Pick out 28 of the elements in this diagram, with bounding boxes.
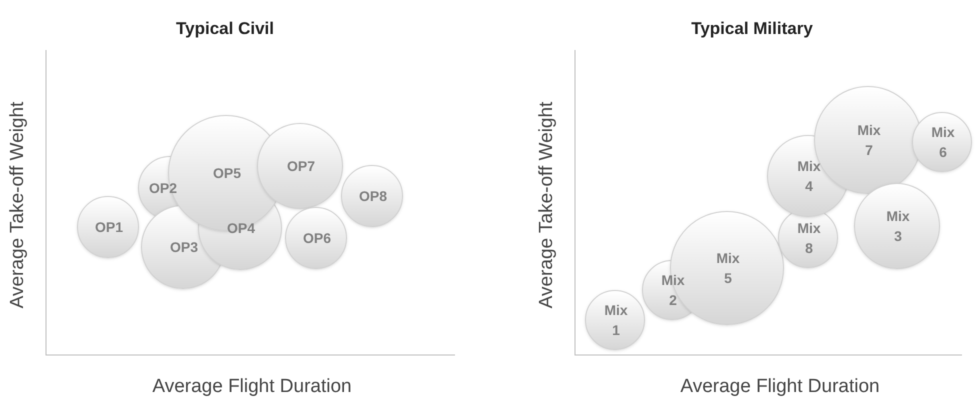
bubble-label: OP2	[148, 179, 178, 198]
bubble-label: Mix 3	[885, 207, 911, 246]
bubble	[912, 112, 972, 172]
axis-title: Average Flight Duration	[680, 375, 880, 399]
bubble-label: Mix 5	[715, 249, 741, 288]
bubble-label: OP6	[302, 229, 332, 248]
bubble	[585, 290, 645, 350]
bubble-label: OP1	[94, 218, 124, 237]
bubble-label: OP4	[226, 219, 256, 238]
bubble-label: Mix 8	[796, 219, 822, 258]
bubble-label: OP8	[358, 187, 388, 206]
axis-title: Average Take-off Weight	[534, 102, 558, 308]
bubble-label: OP5	[212, 164, 242, 183]
bubble	[285, 207, 347, 269]
axis-title: Average Flight Duration	[152, 375, 352, 399]
bubble-label: Mix 6	[930, 123, 956, 162]
bubble-label: Mix 1	[603, 301, 629, 340]
bubble-label: OP7	[286, 157, 316, 176]
chart-title: Typical Civil	[176, 18, 274, 40]
bubble	[341, 165, 403, 227]
axis-title: Average Take-off Weight	[6, 102, 29, 308]
bubble-label: OP3	[168, 238, 199, 257]
bubble-label: Mix 4	[796, 157, 822, 196]
bubble	[77, 196, 139, 258]
bubble-label: Mix 7	[856, 121, 882, 160]
bubble-label: Mix 2	[660, 271, 686, 310]
bubble	[257, 123, 343, 209]
chart-title: Typical Military	[691, 18, 813, 40]
